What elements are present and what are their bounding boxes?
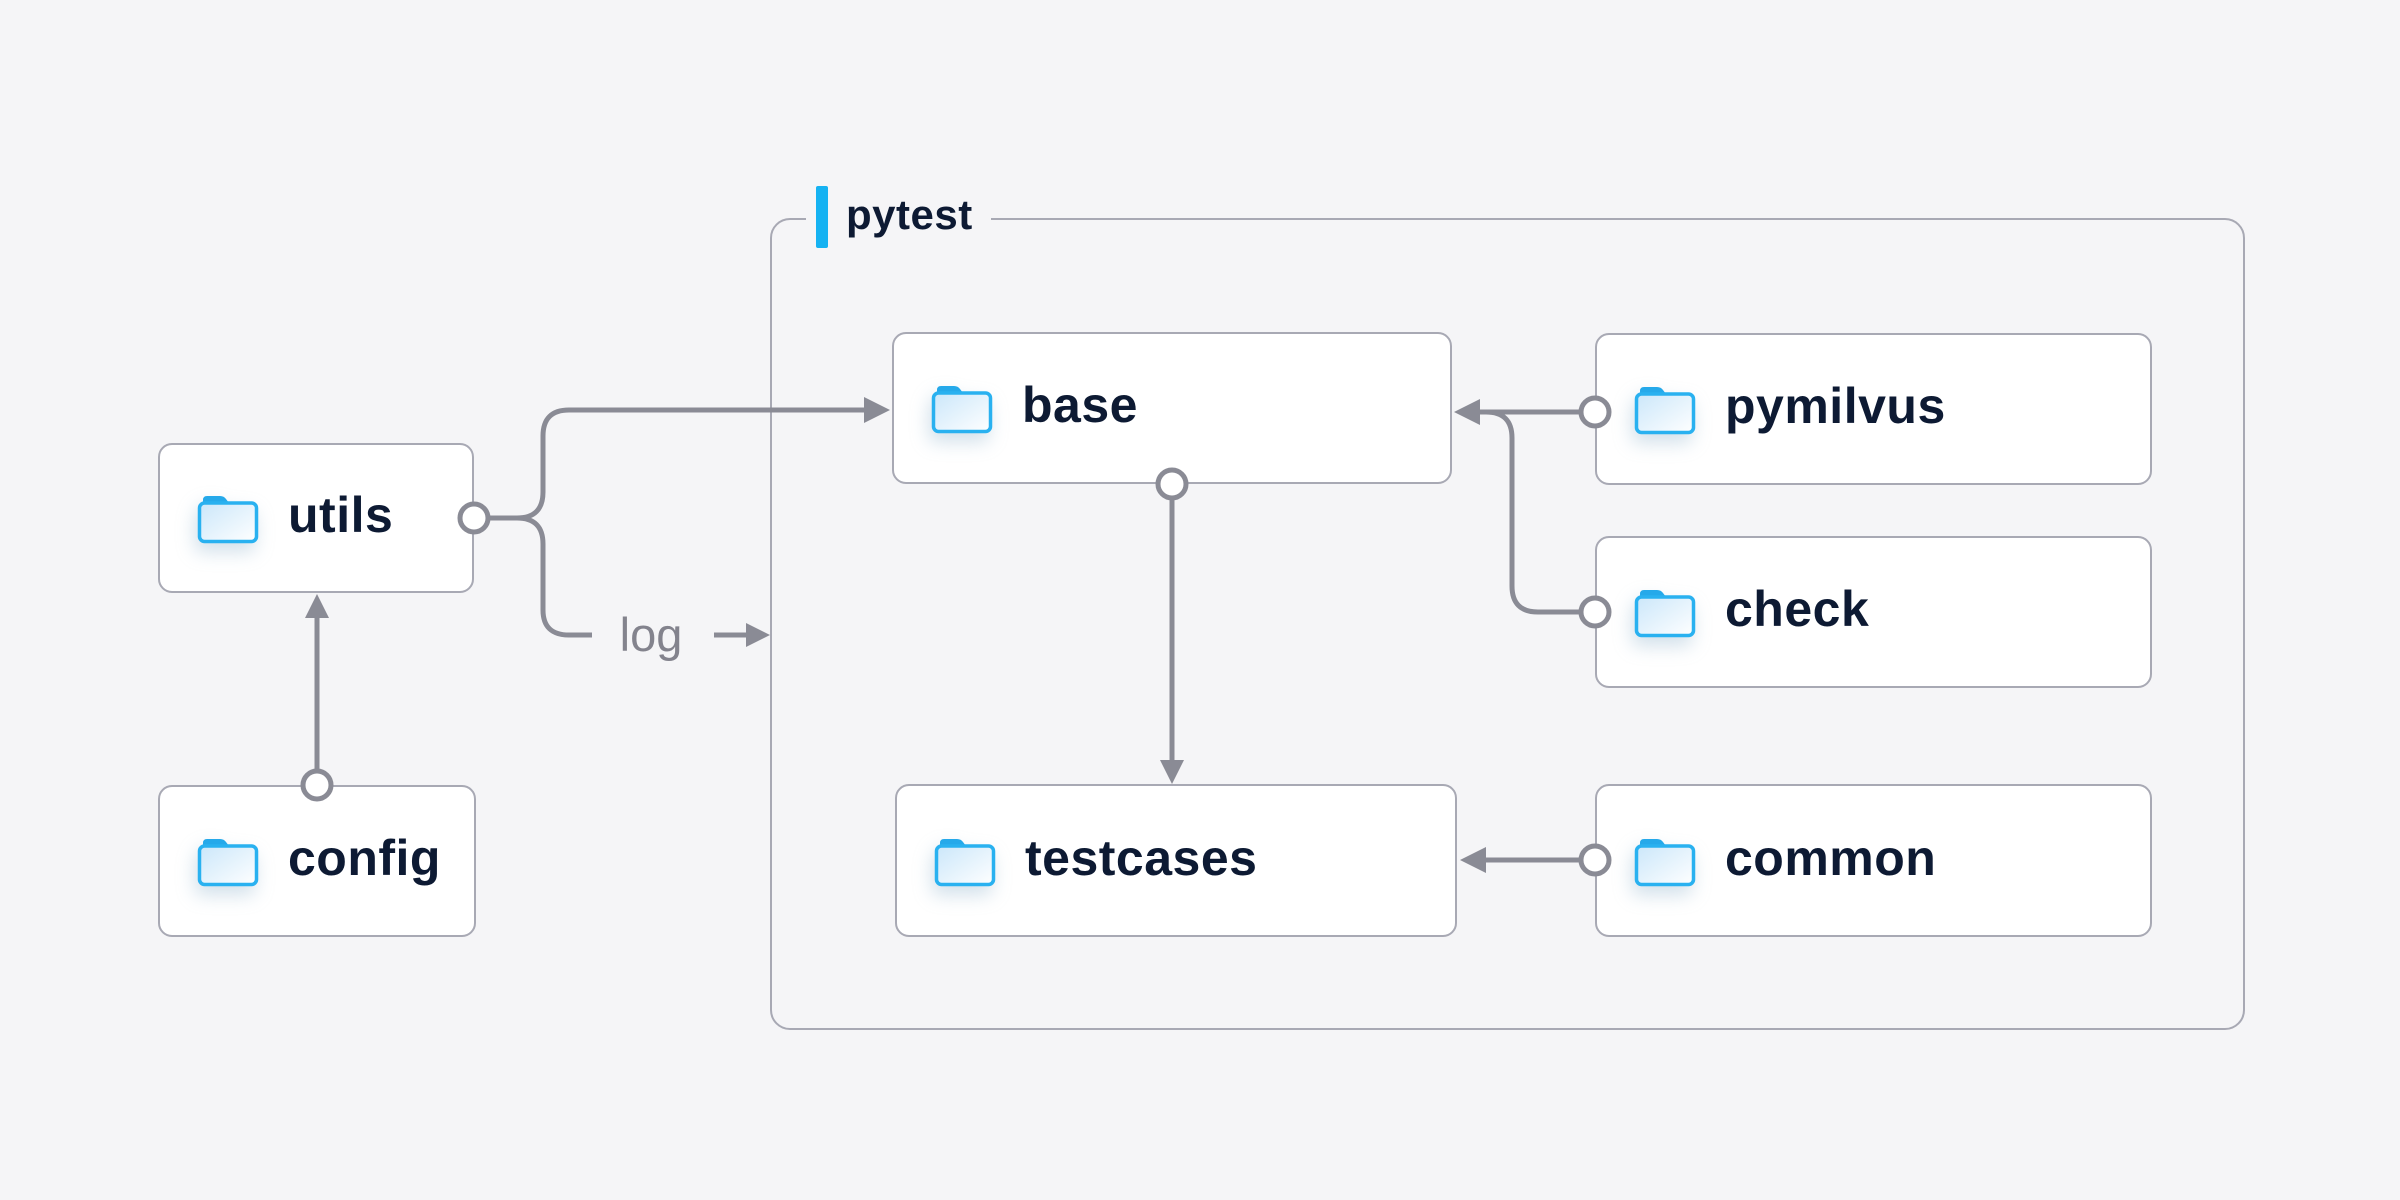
group-label-text: pytest xyxy=(846,191,973,238)
pytest-group-label: pytest xyxy=(806,183,991,251)
accent-bar xyxy=(816,186,828,248)
wire-utils-log xyxy=(489,515,592,638)
node-label: testcases xyxy=(1025,829,1258,886)
node-label: pymilvus xyxy=(1725,378,1946,434)
node-testcases: testcases xyxy=(895,784,1457,937)
node-check: check xyxy=(1595,536,2152,688)
folder-icon xyxy=(196,834,260,888)
node-label: config xyxy=(288,830,441,886)
edge-label-log: log xyxy=(619,608,683,661)
folder-icon xyxy=(196,491,260,545)
node-label: base xyxy=(1022,377,1138,433)
node-label: common xyxy=(1725,829,1937,886)
node-label: check xyxy=(1725,581,1870,637)
folder-icon xyxy=(1633,834,1697,888)
folder-icon xyxy=(1633,382,1697,436)
node-pymilvus: pymilvus xyxy=(1595,333,2152,485)
folder-icon xyxy=(1633,585,1697,639)
arrowhead-log-group xyxy=(746,623,770,647)
folder-icon xyxy=(933,834,997,888)
node-common: common xyxy=(1595,784,2152,937)
folder-icon xyxy=(930,381,994,435)
node-config: config xyxy=(158,785,476,937)
pytest-group-container xyxy=(770,218,2245,1030)
node-label: utils xyxy=(288,487,394,543)
node-base: base xyxy=(892,332,1452,484)
arrowhead-config-utils xyxy=(305,594,329,618)
node-utils: utils xyxy=(158,443,474,593)
